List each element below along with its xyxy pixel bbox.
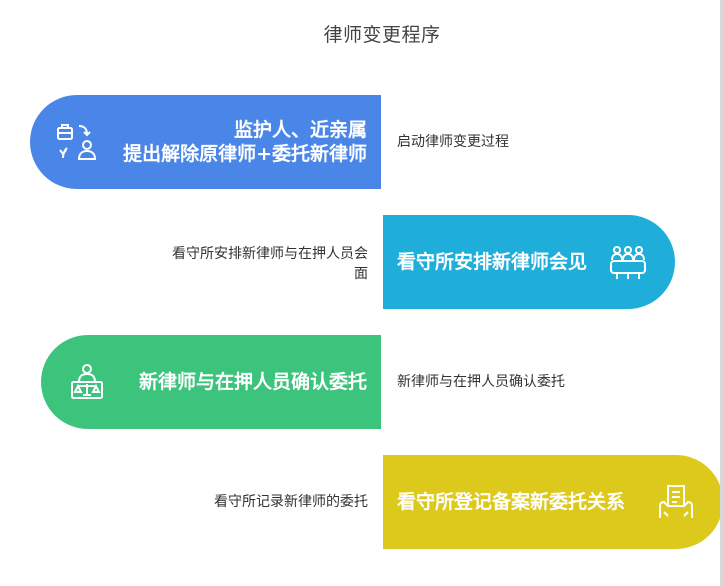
right-scrollbar-track [720,0,724,586]
step-1-label: 监护人、近亲属 提出解除原律师+委托新律师 [123,118,367,166]
step-2-description: 看守所安排新律师与在押人员会 面 [158,244,368,284]
step-4-description: 看守所记录新律师的委托 [214,494,368,510]
step-1-label-line1: 监护人、近亲属 [233,119,367,141]
step-3-description: 新律师与在押人员确认委托 [397,374,565,390]
step-2-label: 看守所安排新律师会见 [397,251,588,273]
meeting-group-icon [608,242,648,282]
person-document-exchange-icon [55,122,99,162]
step-4-label: 看守所登记备案新委托关系 [397,491,626,513]
page-title: 律师变更程序 [323,24,441,46]
step-2-description-line2: 面 [354,266,368,282]
step-2-description-line1: 看守所安排新律师与在押人员会 [172,246,368,262]
registration-document-hand-icon [656,482,696,522]
step-1-description: 启动律师变更过程 [397,134,509,150]
lawyer-scales-icon [67,362,107,402]
step-1-label-line2: 提出解除原律师+委托新律师 [123,143,367,165]
step-3-label: 新律师与在押人员确认委托 [138,371,367,393]
step-4-bar: 看守所登记备案新委托关系 [383,455,723,549]
